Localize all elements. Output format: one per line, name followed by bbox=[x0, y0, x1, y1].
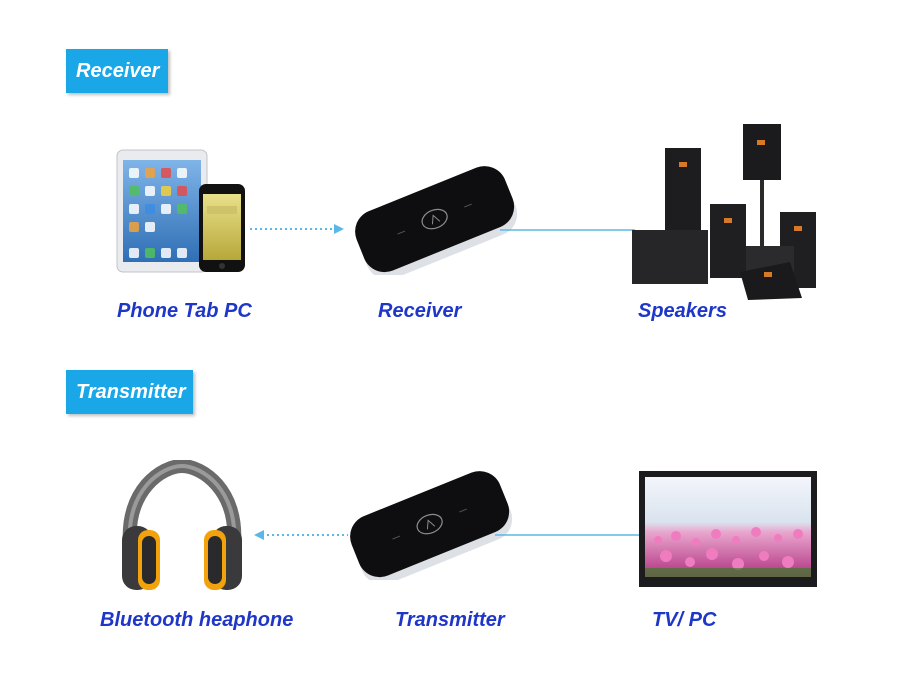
headphone-image bbox=[112, 460, 252, 598]
speakers-image bbox=[630, 122, 820, 302]
receiver-label: Receiver bbox=[378, 300, 462, 322]
phone-tab-pc-label: Phone Tab PC bbox=[117, 300, 252, 322]
tv-pc-label: TV/ PC bbox=[652, 609, 717, 631]
bluetooth-arrow bbox=[250, 222, 345, 236]
bluetooth-headphone-label: Bluetooth heaphone bbox=[100, 609, 294, 631]
tablet-phone-image bbox=[115, 148, 250, 273]
transmitter-label: Transmitter bbox=[395, 609, 505, 631]
receiver-device-image bbox=[345, 165, 525, 275]
transmitter-badge: Transmitter bbox=[66, 370, 193, 414]
bluetooth-arrow-left bbox=[253, 528, 348, 542]
tv-image bbox=[638, 470, 818, 588]
receiver-badge: Receiver bbox=[66, 49, 168, 93]
audio-cable-line bbox=[500, 228, 635, 232]
transmitter-device-image bbox=[340, 470, 520, 580]
speakers-label: Speakers bbox=[638, 300, 727, 322]
audio-cable-line-2 bbox=[495, 533, 640, 537]
